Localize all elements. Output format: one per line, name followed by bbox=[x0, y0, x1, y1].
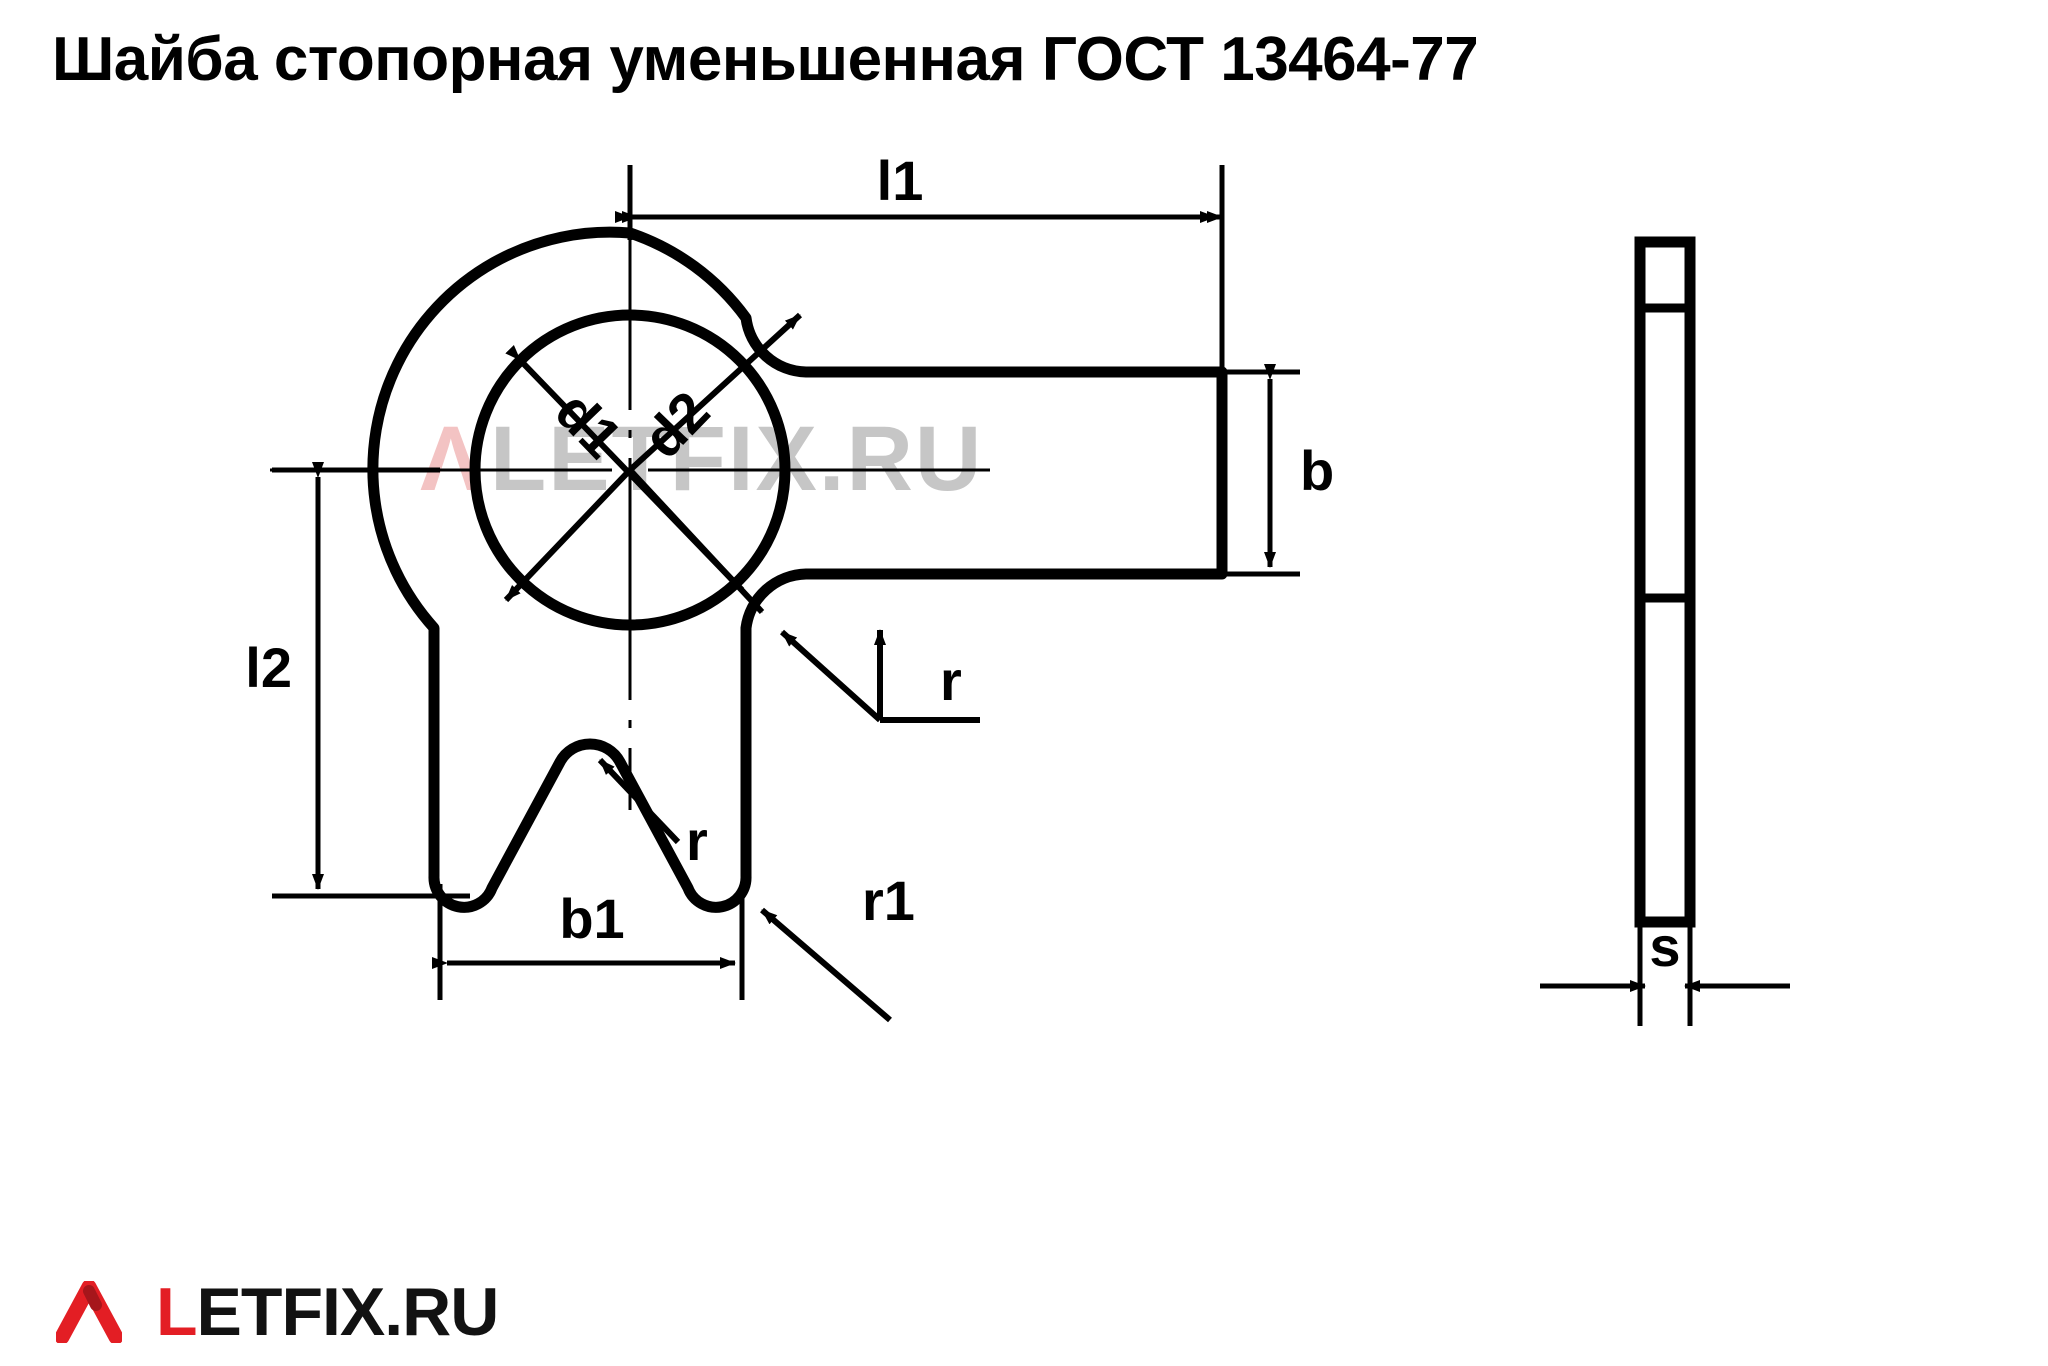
brand-text: LETFIX.RU bbox=[156, 1278, 499, 1346]
technical-drawing: Λ LETFIX.RU l1 b bbox=[0, 120, 2048, 1200]
dimension-label-r-notch: r bbox=[686, 809, 708, 872]
watermark-text: LETFIX.RU bbox=[490, 408, 983, 510]
brand-logo[interactable]: LETFIX.RU bbox=[56, 1272, 499, 1352]
dimension-s: s bbox=[1540, 900, 1790, 1026]
dimension-label-l1: l1 bbox=[877, 149, 924, 212]
brand-mark-icon bbox=[56, 1281, 122, 1343]
washer-body bbox=[367, 226, 1228, 913]
dimension-label-r1: r1 bbox=[862, 869, 915, 932]
dimension-l2: l2 bbox=[245, 462, 470, 899]
dimension-l1: l1 bbox=[615, 149, 1225, 372]
dimension-b1: b1 bbox=[432, 884, 745, 1000]
dimension-r1: r1 bbox=[760, 869, 915, 1023]
dimension-r-tab: r bbox=[779, 629, 980, 723]
dimension-label-l2: l2 bbox=[245, 636, 292, 699]
dimension-b: b bbox=[1222, 364, 1334, 577]
brand-text-accent: L bbox=[156, 1274, 198, 1350]
dimension-label-r-tab: r bbox=[940, 649, 962, 712]
side-view bbox=[1634, 236, 1696, 928]
dimension-label-b1: b1 bbox=[559, 887, 624, 950]
dimension-label-b: b bbox=[1300, 439, 1334, 502]
page-title: Шайба стопорная уменьшенная ГОСТ 13464-7… bbox=[52, 25, 1479, 94]
dimension-r-notch: r bbox=[597, 757, 708, 872]
watermark: Λ LETFIX.RU bbox=[420, 408, 983, 510]
brand-text-dark: ETFIX.RU bbox=[196, 1274, 500, 1350]
dimension-label-s: s bbox=[1649, 915, 1680, 978]
drawing-canvas: Λ LETFIX.RU l1 b bbox=[245, 149, 1790, 1026]
